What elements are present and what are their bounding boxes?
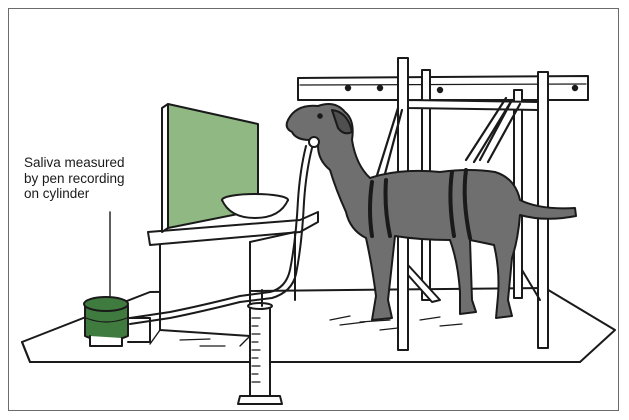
pavlov-apparatus-illustration xyxy=(0,0,629,420)
